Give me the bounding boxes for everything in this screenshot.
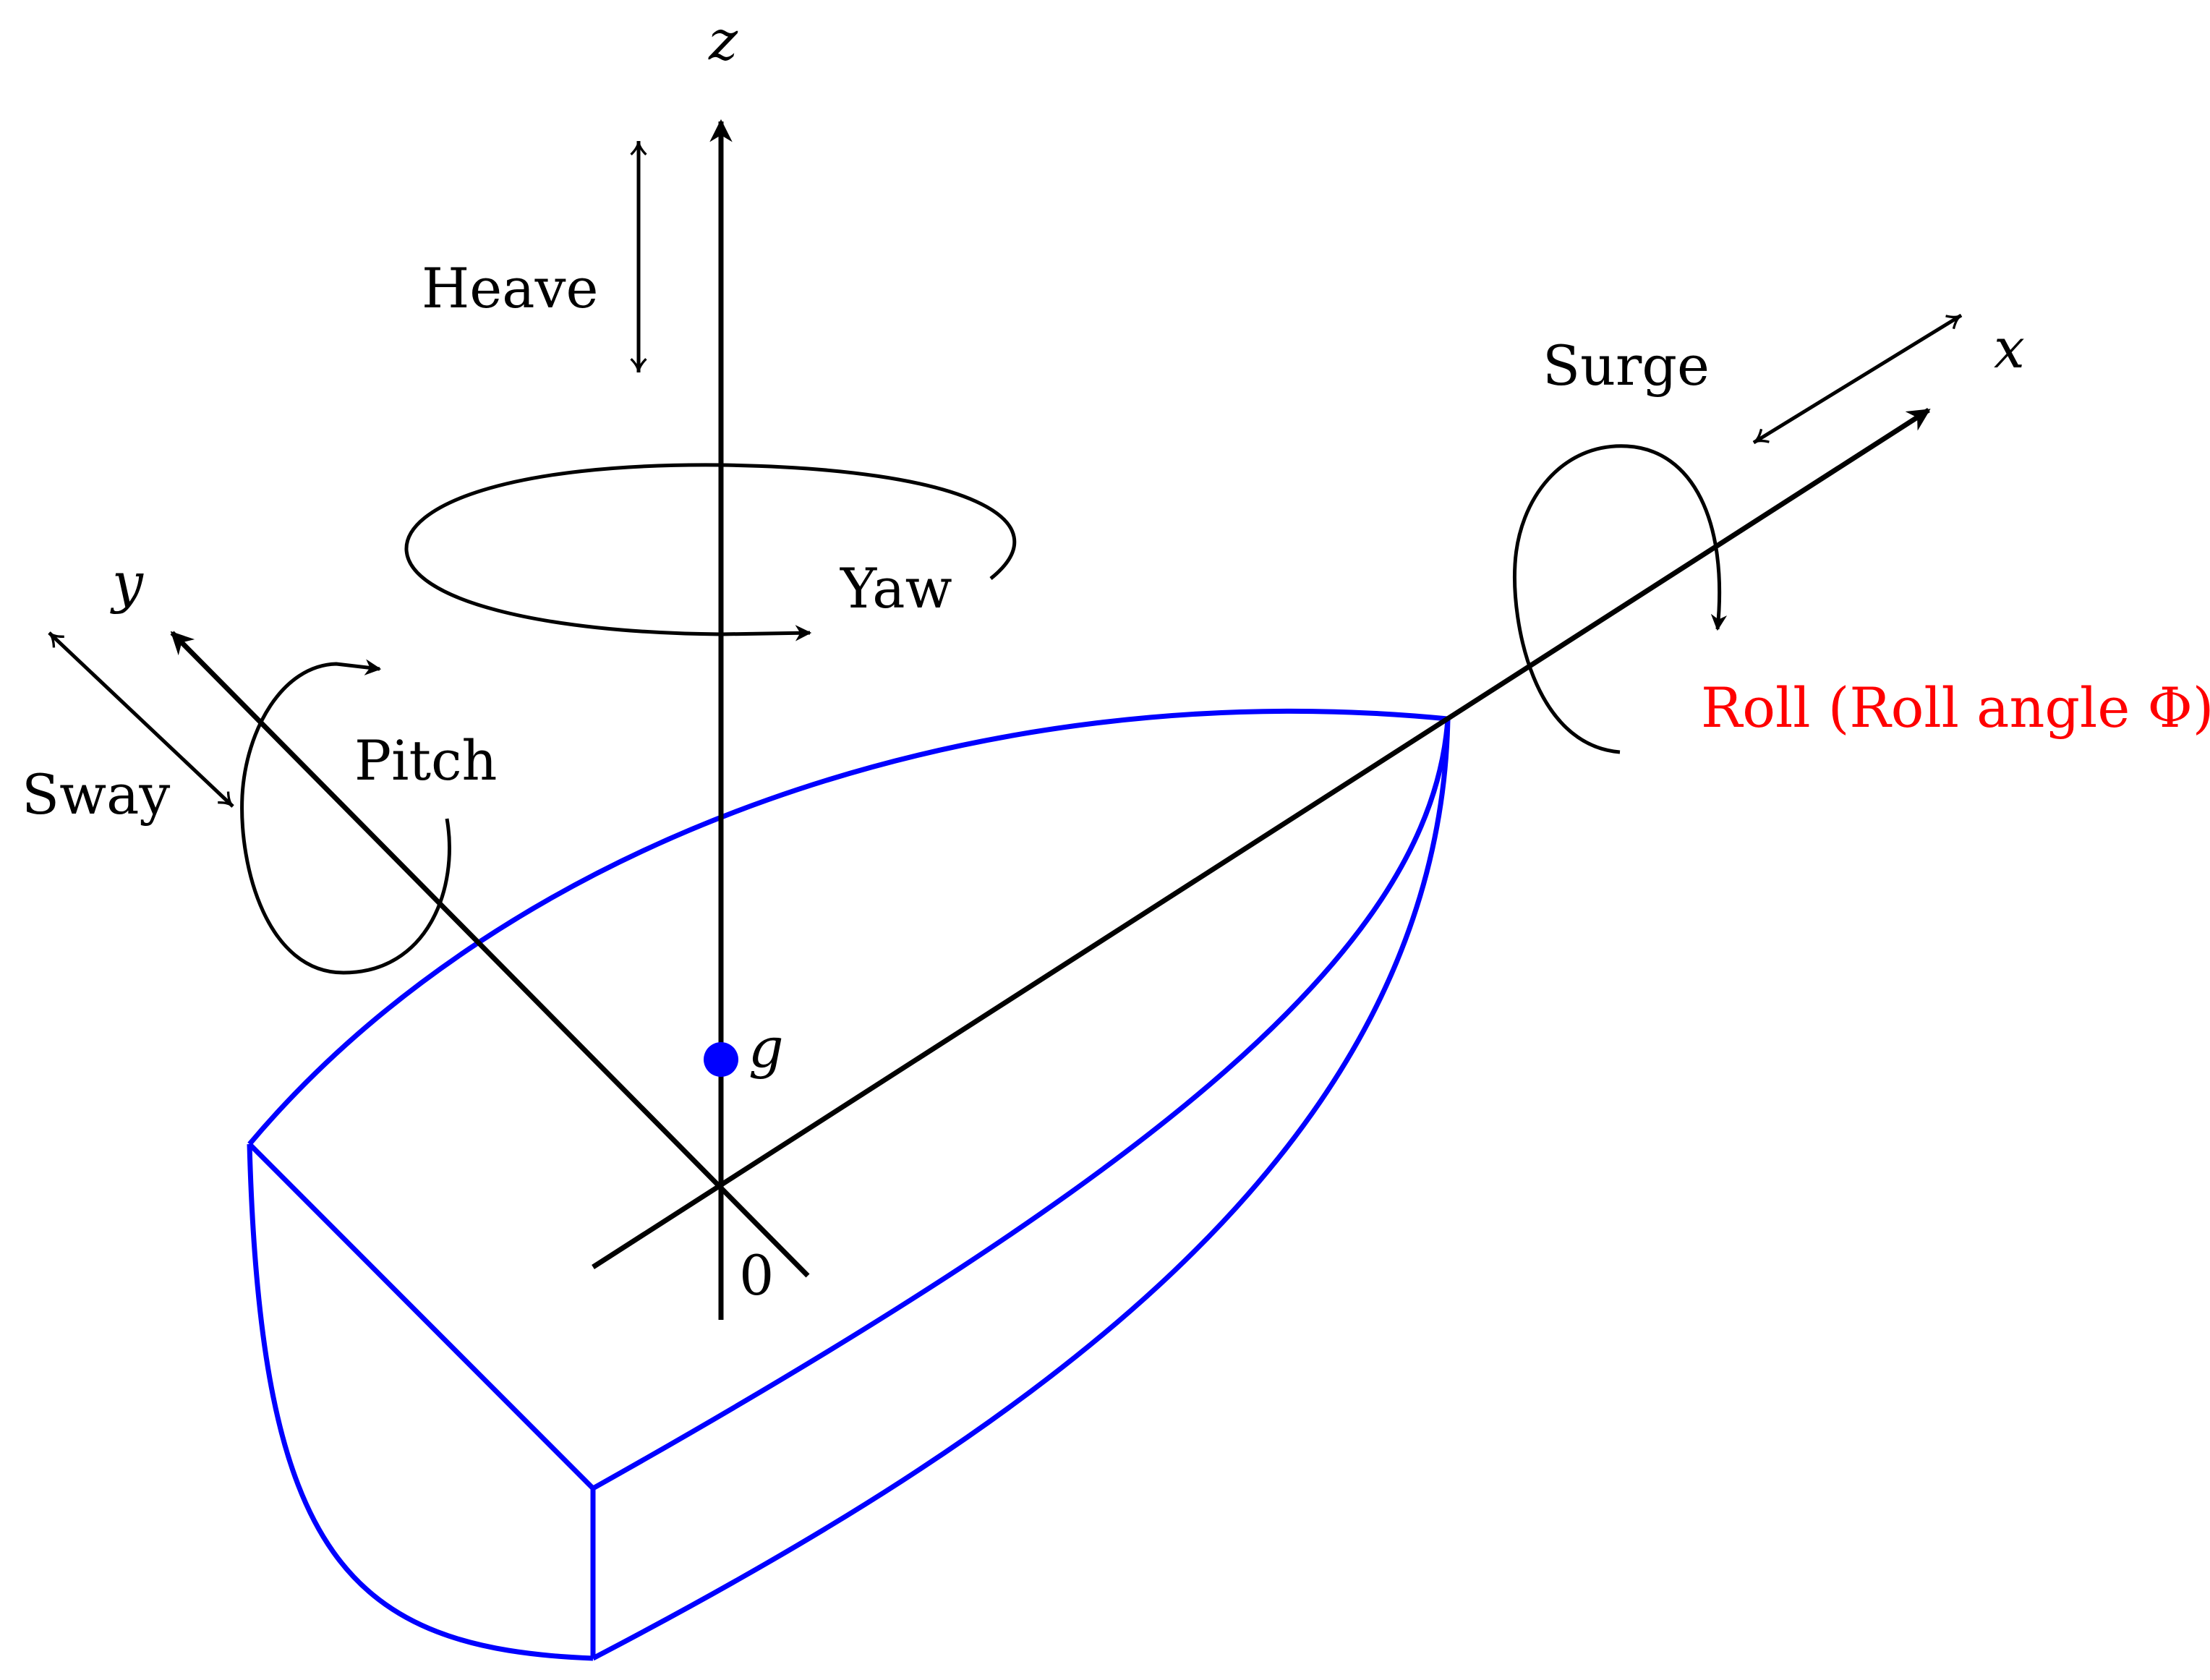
- y-axis-label: y: [110, 550, 144, 615]
- hull-deck-edge-left: [247, 708, 1449, 1146]
- hull-keel-line: [592, 718, 1451, 1661]
- roll-rotation-arrow: [1513, 444, 1728, 754]
- yaw-rotation-arrow: [404, 463, 1017, 641]
- pitch-label: Pitch: [354, 728, 498, 793]
- sway-label: Sway: [22, 762, 170, 827]
- z-axis-label: z: [708, 8, 738, 72]
- center-of-gravity-point: [704, 1042, 738, 1077]
- surge-arrow: [1752, 313, 1963, 445]
- sway-arrow: [48, 631, 234, 808]
- hull-outline: [247, 708, 1451, 1661]
- roll-label: Roll (Roll angle Φ): [1701, 675, 2210, 740]
- hull-stern-bottom-curve: [247, 1143, 594, 1661]
- pitch-rotation-arrow: [240, 659, 451, 975]
- hull-deck-edge-right: [592, 718, 1451, 1491]
- origin-label: 0: [739, 1243, 774, 1308]
- heave-label: Heave: [422, 256, 598, 320]
- x-axis: [592, 408, 1931, 1269]
- yaw-label: Yaw: [840, 556, 952, 621]
- hull-stern-top-edge: [247, 1142, 595, 1491]
- surge-label: Surge: [1543, 333, 1710, 398]
- y-axis: [170, 631, 810, 1278]
- center-of-gravity-label: g: [748, 1015, 784, 1080]
- x-axis-label: x: [1994, 316, 2025, 380]
